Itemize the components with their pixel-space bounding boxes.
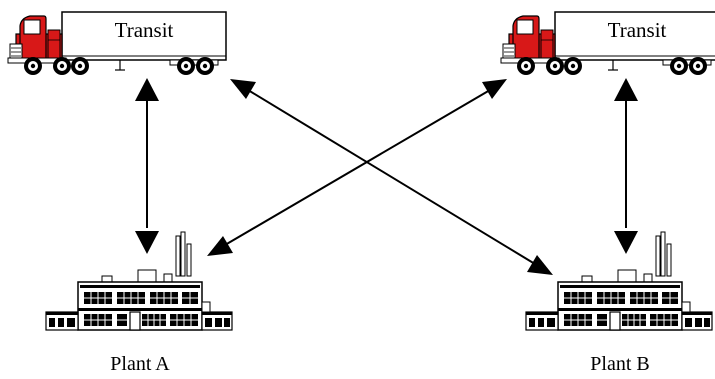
arrow-transit-plant-a	[135, 78, 159, 254]
plant-b-icon	[525, 231, 713, 331]
plant-a-label: Plant A	[110, 353, 170, 375]
plant-b-label: Plant B	[590, 353, 649, 375]
arrows	[135, 78, 638, 275]
plant-a-icon	[45, 231, 233, 331]
truck-right-icon: Transit	[500, 11, 715, 75]
arrow-right-transit-plant-a	[207, 79, 507, 256]
truck-right-label: Transit	[608, 18, 667, 42]
arrow-left-transit-plant-b	[230, 79, 553, 275]
arrow-transit-plant-b	[614, 78, 638, 254]
truck-left-label: Transit	[115, 18, 174, 42]
trailer-right	[554, 11, 715, 61]
truck-left-icon: Transit	[7, 11, 227, 75]
trailer-left	[61, 11, 227, 61]
